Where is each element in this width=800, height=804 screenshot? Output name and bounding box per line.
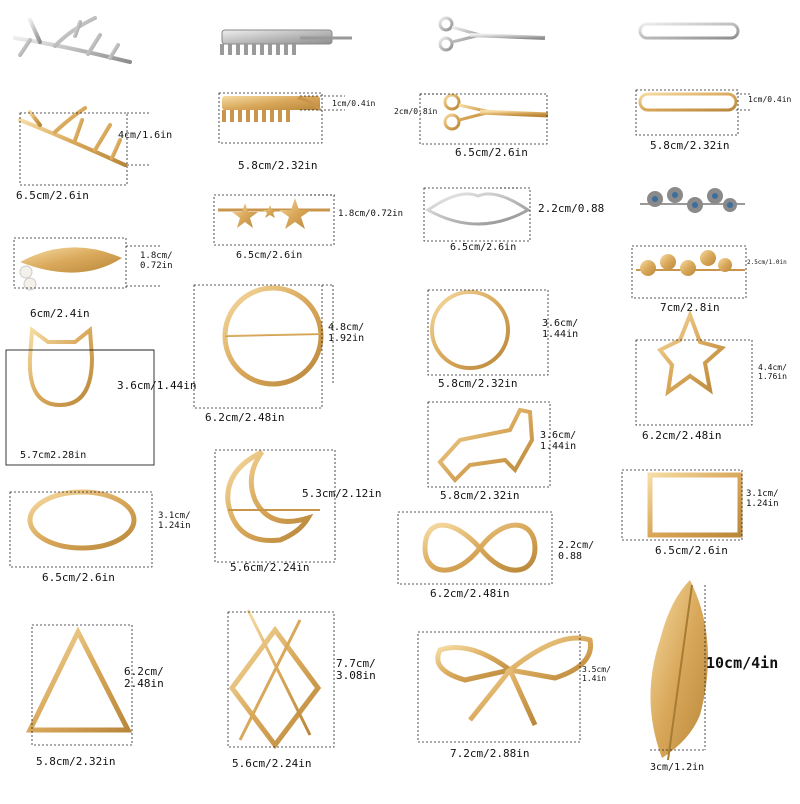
pin-height-label: 1cm/0.4in	[748, 95, 792, 104]
cat-height-label: 3.6cm/1.44in	[117, 379, 197, 392]
silver-comb-clip	[220, 29, 352, 55]
gold-triangle-clip	[25, 624, 133, 733]
gold-feather-clip	[650, 580, 708, 761]
comb-width-label: 5.8cm/2.32in	[238, 159, 318, 172]
lips-height-label: 2.2cm/0.88	[538, 202, 605, 215]
triangle-width-label: 5.8cm/2.32in	[36, 755, 116, 768]
gold-safety-pin-clip	[638, 92, 738, 112]
circle-height-label: 4.8cm/ 1.92in	[328, 322, 365, 344]
silver-lips-clip	[425, 192, 531, 226]
gold-walking-cat-clip	[432, 407, 545, 483]
rectangle-width-label: 6.5cm/2.6in	[655, 544, 728, 557]
moon-width-label: 5.6cm/2.24in	[230, 561, 310, 574]
oval-height-label: 3.1cm/ 1.24in	[158, 511, 191, 531]
cat-width-label: 5.7cm2.28in	[20, 450, 87, 461]
starfish-dimension	[635, 339, 753, 426]
flower-width-label: 7cm/2.8in	[660, 301, 720, 314]
oval-width-label: 6.5cm/2.6in	[42, 571, 115, 584]
pin-width-label: 5.8cm/2.32in	[650, 139, 730, 152]
infinity-height-label: 2.2cm/ 0.88	[558, 540, 595, 562]
moon-dimension	[214, 449, 336, 563]
silver-branch-clip	[13, 16, 132, 64]
gold-moon-clip	[225, 449, 320, 544]
infinity-dimension	[397, 511, 553, 585]
oval-dimension	[9, 491, 153, 568]
gold-circle-star-clip	[430, 290, 545, 370]
rectangle-height-label: 3.1cm/ 1.24in	[746, 489, 779, 509]
circle-dimension	[193, 284, 334, 409]
triangle-dimension	[31, 624, 133, 746]
scissors-height-label: 2cm/0.8in	[394, 107, 438, 116]
circle-star-height-label: 3.6cm/ 1.44in	[542, 318, 579, 340]
bow-width-label: 7.2cm/2.88in	[450, 747, 530, 760]
starfish-width-label: 6.2cm/2.48in	[642, 429, 722, 442]
gold-star-dimension	[213, 194, 335, 246]
gold-rectangle-clip	[625, 472, 743, 538]
lips-width-label: 6.5cm/2.6in	[450, 242, 517, 253]
gold-star-clip	[218, 198, 330, 229]
infinity-width-label: 6.2cm/2.48in	[430, 587, 510, 600]
bow-height-label: 3.5cm/ 1.4in	[582, 665, 611, 683]
branch-width-label: 6.5cm/2.6in	[16, 189, 89, 202]
gold-bow-clip	[428, 635, 594, 727]
leaf-pearl-width-label: 6cm/2.4in	[30, 307, 90, 320]
starfish-height-label: 4.4cm/ 1.76in	[758, 363, 787, 381]
bow-dimension	[417, 631, 581, 743]
rectangle-dimension	[621, 469, 743, 541]
gold-scissors-dimension	[419, 93, 548, 145]
walking-cat-width-label: 5.8cm/2.32in	[440, 489, 520, 502]
feather-width-label: 3cm/1.2in	[650, 762, 705, 773]
circle-star-width-label: 5.8cm/2.32in	[438, 377, 518, 390]
diamond-dimension	[227, 611, 335, 748]
circle-star-dimension	[427, 289, 549, 376]
gold-leaf-pearl-clip	[19, 247, 122, 291]
flower-dimension	[631, 245, 747, 299]
feather-height-label: 10cm/4in	[706, 654, 779, 672]
gold-branch-clip	[18, 106, 127, 167]
circle-width-label: 6.2cm/2.48in	[205, 411, 285, 424]
gold-branch-dimension	[19, 112, 150, 186]
leaf-pearl-dimension	[13, 237, 160, 289]
walking-cat-height-label: 3.6cm/ 1.44in	[540, 430, 577, 452]
branch-height-label: 4cm/1.6in	[118, 130, 173, 141]
star-width-label: 6.5cm/2.6in	[236, 250, 303, 261]
triangle-height-label: 6.2cm/ 2.48in	[124, 665, 164, 691]
leaf-pearl-height-label: 1.8cm/ 0.72in	[140, 251, 173, 271]
diamond-width-label: 5.6cm/2.24in	[232, 757, 312, 770]
gold-starfish-clip	[640, 309, 745, 397]
gold-scissors-clip	[443, 93, 549, 131]
gold-oval-clip	[15, 489, 150, 551]
gold-safety-pin-dimension	[635, 89, 752, 136]
gold-comb-clip	[222, 96, 322, 122]
gold-infinity-clip	[400, 522, 545, 573]
walking-cat-dimension	[427, 401, 551, 488]
diamond-height-label: 7.7cm/ 3.08in	[336, 657, 376, 683]
moon-height-label: 5.3cm/2.12in	[302, 487, 382, 500]
silver-safety-pin-clip	[638, 22, 740, 40]
silver-scissors-clip	[438, 16, 546, 52]
feather-dimension	[650, 585, 706, 751]
star-height-label: 1.8cm/0.72in	[338, 209, 404, 219]
gold-comb-dimension	[218, 92, 345, 144]
gold-cat-clip	[10, 326, 108, 408]
gold-circle-clip	[222, 285, 324, 387]
cat-dimension	[5, 349, 155, 466]
comb-height-label: 1cm/0.4in	[332, 99, 376, 108]
flower-height-label: 2.5cm/1.0in	[747, 259, 787, 266]
lips-dimension	[423, 187, 531, 242]
gold-diamond-clip	[228, 609, 322, 750]
blue-flower-clip	[640, 187, 745, 213]
scissors-width-label: 6.5cm/2.6in	[455, 146, 528, 159]
gold-flower-clip	[636, 250, 745, 276]
